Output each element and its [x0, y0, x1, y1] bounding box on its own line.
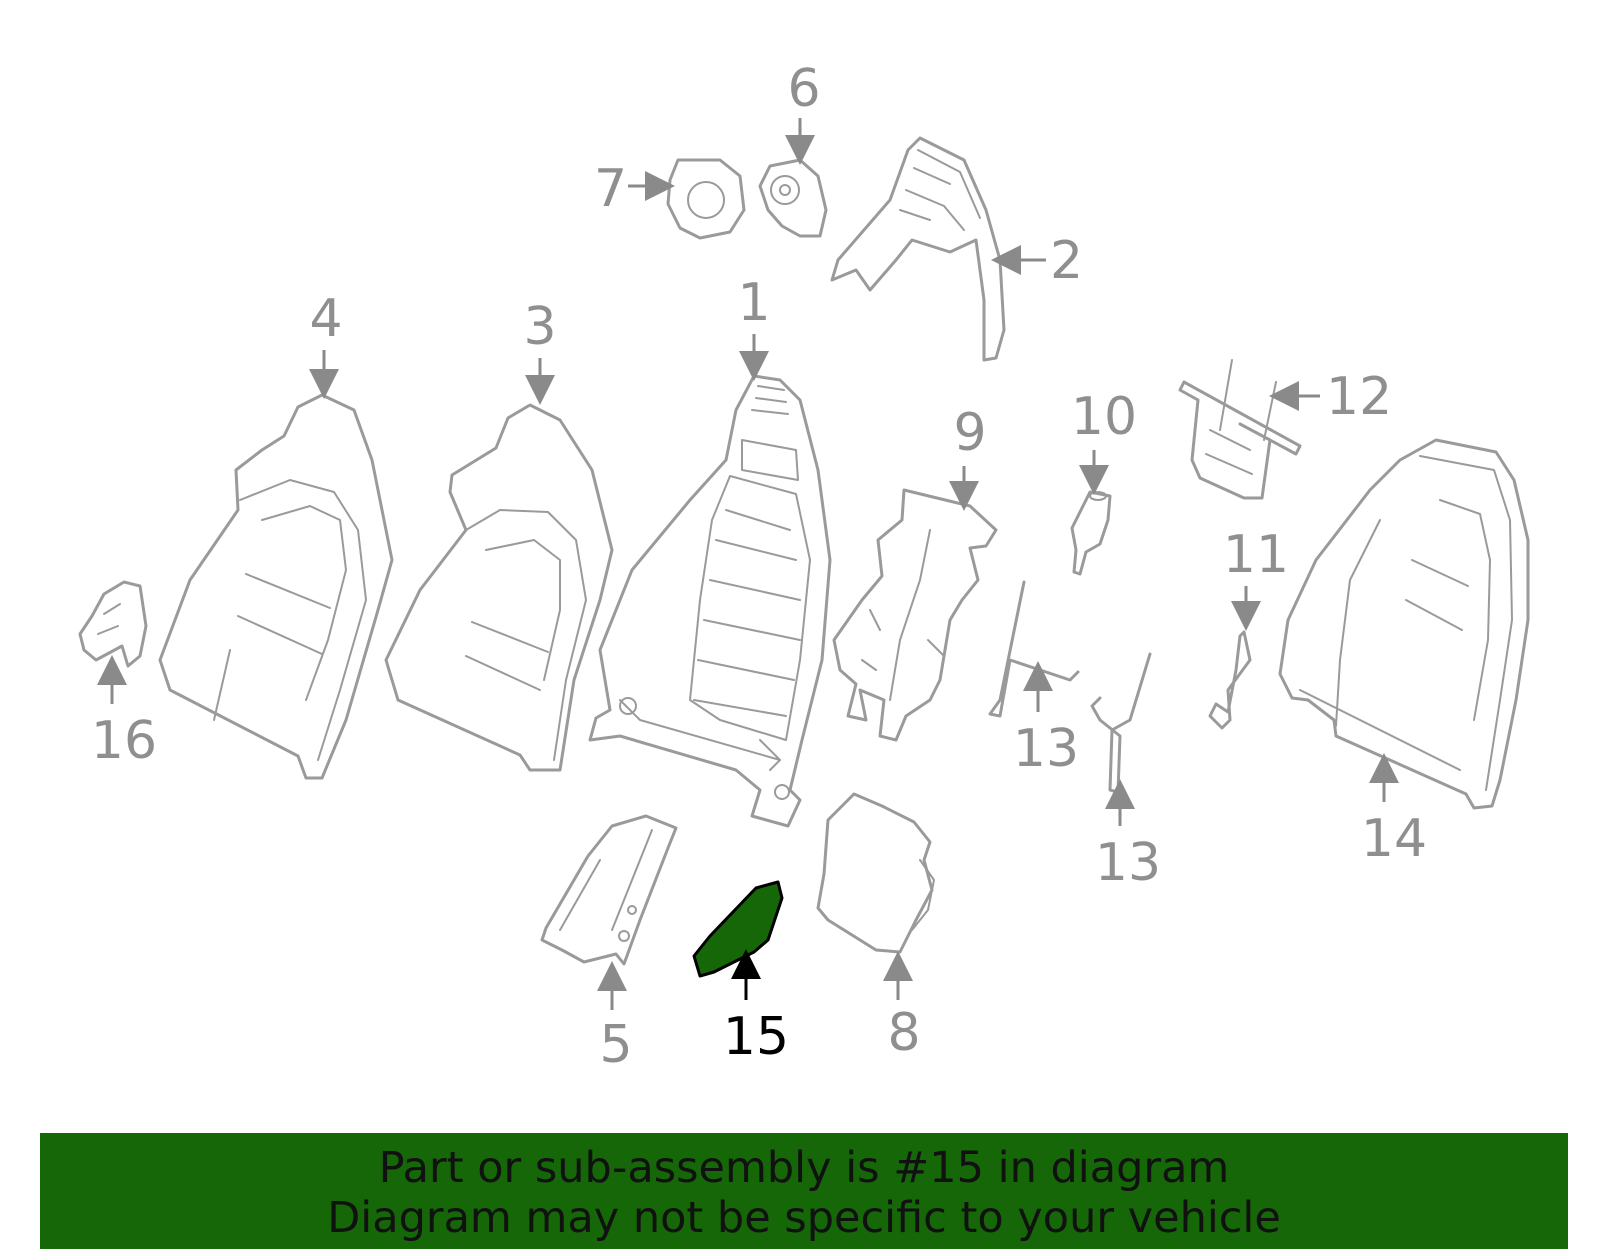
part-3-seat-cover-pad[interactable] [384, 403, 614, 772]
part-8-control-module[interactable] [816, 792, 935, 954]
leader-arrows [97, 118, 1399, 1010]
info-banner: Part or sub-assembly is #15 in diagram D… [40, 1133, 1568, 1249]
part-4-seat-cover[interactable] [158, 393, 394, 780]
callout-14: 14 [1361, 809, 1427, 869]
part-13-wire-a[interactable] [988, 580, 1080, 718]
callout-15: 15 [723, 1007, 789, 1067]
callout-16: 16 [91, 711, 157, 771]
callout-6: 6 [787, 59, 820, 119]
callout-13b: 13 [1095, 833, 1161, 893]
part-5-side-shield[interactable] [540, 814, 678, 966]
banner-line-1: Part or sub-assembly is #15 in diagram [378, 1143, 1230, 1193]
part-16-bracket[interactable] [78, 580, 148, 668]
part-12-lumbar[interactable] [1178, 359, 1302, 500]
callout-labels: 1 2 3 4 5 6 7 8 9 10 11 12 13 13 14 15 1… [91, 59, 1427, 1075]
part-1-seat-frame[interactable] [588, 374, 832, 828]
callout-8: 8 [887, 1003, 920, 1063]
callout-5: 5 [599, 1015, 632, 1075]
banner-line-2: Diagram may not be specific to your vehi… [327, 1193, 1281, 1243]
part-15-highlighted[interactable] [692, 880, 784, 978]
callout-11: 11 [1223, 525, 1289, 585]
callout-1: 1 [737, 273, 770, 333]
callout-7: 7 [594, 159, 627, 219]
part-9-pad[interactable] [832, 488, 998, 742]
part-7-bracket[interactable] [666, 158, 746, 240]
part-2-trim-panel[interactable] [830, 136, 1006, 362]
callout-13a: 13 [1013, 719, 1079, 779]
callout-4: 4 [309, 289, 342, 349]
callout-9: 9 [953, 403, 986, 463]
callout-10: 10 [1071, 387, 1137, 447]
callout-12: 12 [1326, 367, 1392, 427]
part-10-switch[interactable] [1070, 490, 1112, 576]
part-14-back-panel[interactable] [1278, 438, 1530, 810]
callout-3: 3 [523, 297, 556, 357]
part-6-cover[interactable] [758, 158, 828, 238]
callout-2: 2 [1050, 231, 1083, 291]
part-13-wire-b[interactable] [1090, 652, 1152, 794]
part-11-rod[interactable] [1208, 630, 1252, 730]
